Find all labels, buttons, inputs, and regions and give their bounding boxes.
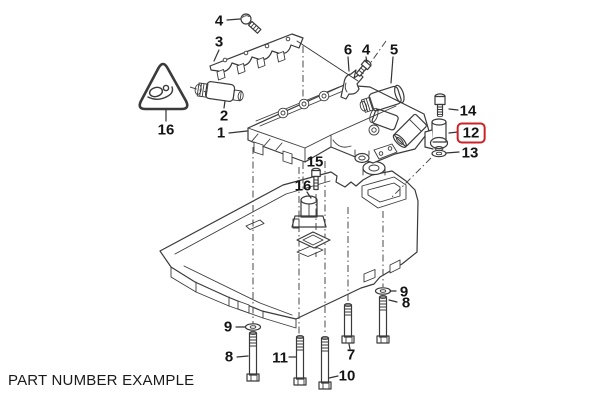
bolt-drawing-8-right (376, 294, 390, 344)
part-label-6[interactable]: 6 (343, 41, 353, 59)
bracket-drawing-6 (340, 69, 364, 100)
screw-drawing-4-mid (355, 59, 372, 77)
sensor-drawing-16 (291, 195, 327, 229)
part-label-15[interactable]: 15 (306, 153, 324, 171)
part-label-9-left[interactable]: 9 (223, 318, 233, 336)
part-label-8-left[interactable]: 8 (224, 348, 234, 366)
leader-lines (165, 18, 460, 379)
part-label-7[interactable]: 7 (346, 346, 356, 364)
part-label-9-right[interactable]: 9 (399, 283, 409, 301)
part-label-3[interactable]: 3 (214, 33, 224, 51)
part-label-13[interactable]: 13 (461, 144, 479, 162)
part-label-5[interactable]: 5 (389, 41, 399, 59)
gasket-drawing-16 (296, 231, 331, 249)
bolt-drawing-11 (293, 334, 307, 386)
part-label-1[interactable]: 1 (216, 124, 226, 142)
part-label-4-top[interactable]: 4 (214, 12, 224, 30)
part-label-10[interactable]: 10 (338, 367, 356, 385)
bolt-drawing-10 (318, 335, 332, 390)
bolt-drawing-7 (341, 302, 355, 344)
warning-triangle-icon (138, 62, 189, 111)
part-label-16-mid[interactable]: 16 (294, 177, 312, 195)
axis-lines (189, 40, 432, 335)
bolt-drawing-8-left (246, 330, 260, 382)
washer-drawing-9-left (244, 323, 262, 331)
sensor-drawing-12 (424, 118, 449, 151)
part-label-4-mid[interactable]: 4 (361, 41, 371, 59)
screw-drawing-14 (434, 93, 446, 118)
part-label-8-right[interactable]: 8 (401, 294, 411, 312)
gasket-strip-drawing-3 (209, 33, 304, 81)
part-label-11[interactable]: 11 (272, 349, 288, 367)
separator-plate-drawing (159, 160, 419, 329)
washer-drawing-13 (431, 149, 447, 158)
screw-drawing-15 (311, 167, 321, 191)
screw-drawing-4-top (240, 13, 262, 34)
solenoid-drawing-5 (359, 84, 405, 113)
part-label-12-highlighted[interactable]: 12 (456, 122, 486, 144)
caption-part-number-example: PART NUMBER EXAMPLE (8, 372, 195, 389)
part-label-14[interactable]: 14 (459, 102, 477, 120)
part-label-2[interactable]: 2 (219, 107, 229, 125)
solenoid-drawing-2 (194, 81, 244, 102)
part-label-16-left[interactable]: 16 (157, 121, 175, 139)
valve-body-drawing-1 (247, 84, 430, 165)
washer-drawing-9-right (374, 287, 392, 295)
